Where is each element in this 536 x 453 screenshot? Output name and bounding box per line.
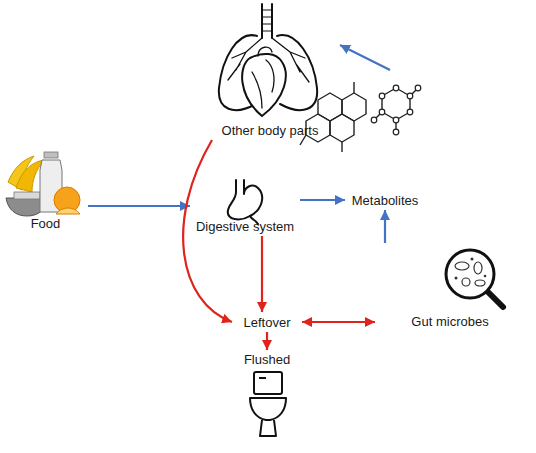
absorption-arrow bbox=[384, 210, 386, 243]
absorption-arrow bbox=[300, 199, 345, 201]
microbe-node: Gut microbes bbox=[375, 243, 525, 331]
food-icon bbox=[6, 152, 80, 216]
microbe-magnifier-icon bbox=[446, 250, 503, 307]
node-label: Food bbox=[31, 216, 61, 231]
node-label: Digestive system bbox=[196, 219, 294, 234]
node-label: Flushed bbox=[244, 352, 290, 367]
digestive-node: Digestive system bbox=[190, 176, 300, 236]
metabolite-node: Metabolites bbox=[345, 70, 425, 210]
node-label: Other body parts bbox=[222, 123, 319, 138]
toilet-icon bbox=[250, 372, 286, 436]
organ-node: Other body parts bbox=[200, 3, 340, 140]
waste-arrow bbox=[261, 236, 263, 312]
leftover-node: Leftover bbox=[232, 312, 302, 332]
absorption-arrow bbox=[340, 45, 390, 70]
node-label: Gut microbes bbox=[411, 314, 488, 329]
food-node: Food bbox=[3, 148, 88, 233]
stomach-icon bbox=[228, 180, 262, 224]
atom-dots bbox=[371, 85, 421, 135]
lungs-heart-icon bbox=[219, 4, 317, 116]
node-label: Metabolites bbox=[352, 193, 418, 208]
molecule-icon bbox=[300, 82, 418, 152]
waste-arrow bbox=[302, 321, 375, 323]
flushed-node: Flushed bbox=[237, 350, 297, 445]
waste-arrow bbox=[266, 332, 268, 350]
absorption-arrow bbox=[88, 205, 190, 207]
node-label: Leftover bbox=[244, 315, 291, 330]
